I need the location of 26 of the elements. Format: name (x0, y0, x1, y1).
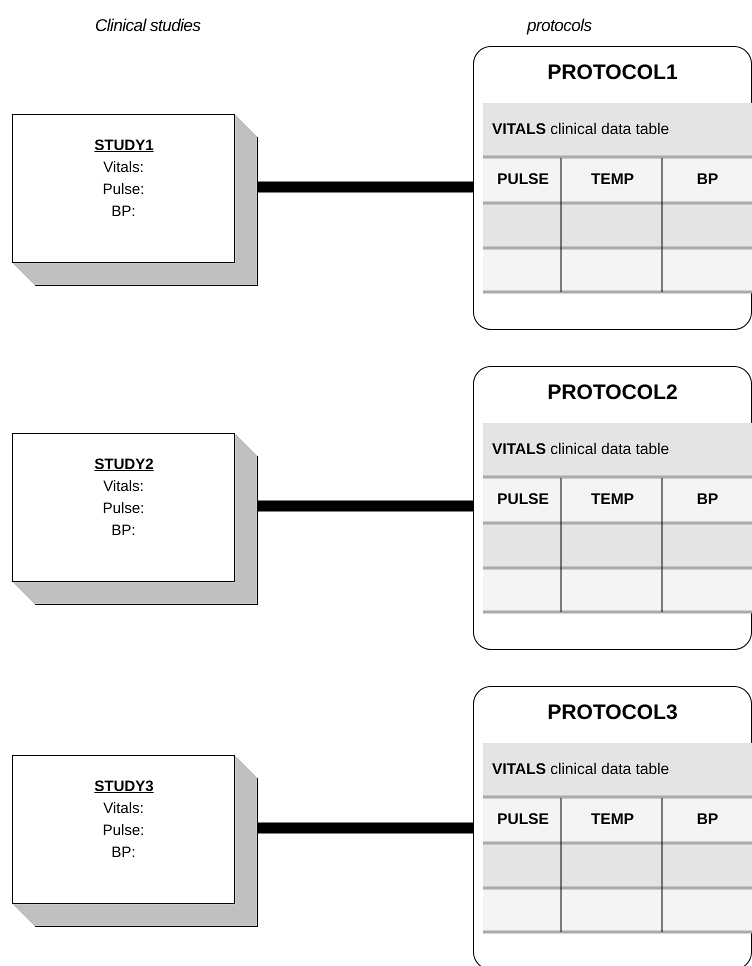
column-header: PULSE (496, 171, 550, 189)
table-caption: VITALS clinical data table (492, 121, 670, 139)
protocol-title: PROTOCOL3 (546, 701, 679, 725)
column-header: PULSE (496, 491, 550, 509)
column-header: TEMP (590, 171, 636, 189)
column-header: TEMP (590, 811, 636, 829)
column-header: TEMP (590, 491, 636, 509)
column-header: BP (696, 491, 720, 509)
field-list: Vitals: Pulse: BP: (102, 476, 144, 542)
study-title: STUDY3 (93, 778, 155, 795)
column-header: BP (696, 811, 720, 829)
column-header: BP (696, 171, 720, 189)
table-caption: VITALS clinical data table (492, 761, 670, 779)
column-heading: protocols (527, 16, 592, 36)
protocol-title: PROTOCOL1 (546, 61, 679, 85)
field-list: Vitals: Pulse: BP: (102, 798, 144, 864)
protocol-card (473, 686, 752, 966)
protocol-card (473, 366, 752, 650)
protocol-card (473, 46, 752, 330)
protocol-title: PROTOCOL2 (546, 381, 679, 405)
study-title: STUDY2 (93, 456, 155, 473)
field-list: Vitals: Pulse: BP: (102, 157, 144, 223)
column-heading: Clinical studies (95, 16, 200, 36)
column-header: PULSE (496, 811, 550, 829)
table-caption: VITALS clinical data table (492, 441, 670, 459)
study-title: STUDY1 (93, 137, 155, 154)
